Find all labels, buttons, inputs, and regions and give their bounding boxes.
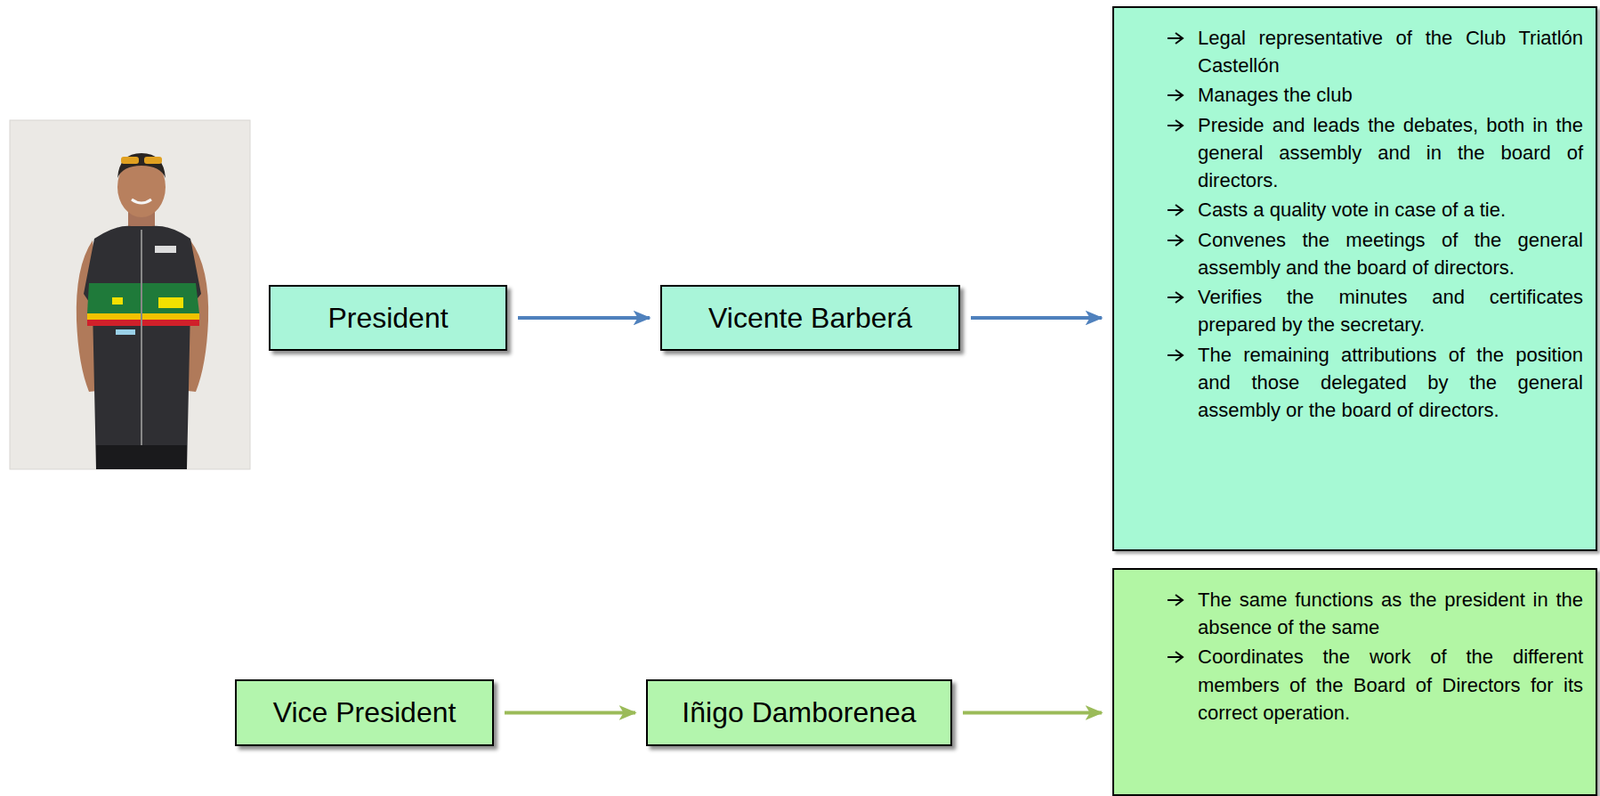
duty-text: Manages the club — [1197, 80, 1584, 109]
duties-box: The same functions as the president in t… — [1112, 567, 1598, 796]
bullet-arrow — [1165, 230, 1186, 251]
duty-text: Convenes the meetings of the general ass… — [1197, 226, 1584, 282]
duty-text: The remaining attributions of the positi… — [1197, 340, 1584, 425]
duties-box: Legal representative of the Club Triatló… — [1112, 6, 1598, 551]
bullet-item: Legal representative of the Club Triatló… — [1165, 24, 1584, 80]
duty-text: Coordinates the work of the different me… — [1197, 642, 1584, 727]
person-box: Iñigo Damborenea — [646, 678, 953, 746]
photo-background — [9, 120, 251, 469]
bullet-item: Verifies the minutes and certificates pr… — [1165, 282, 1584, 339]
bullet-item: Coordinates the work of the different me… — [1165, 642, 1584, 727]
bullet-arrow — [1165, 589, 1186, 610]
duty-text: Legal representative of the Club Triatló… — [1197, 24, 1584, 80]
box-label: Vice President — [273, 695, 457, 729]
connector-arrow — [970, 315, 1102, 320]
box-label: President — [327, 301, 448, 335]
connector-arrow — [962, 711, 1102, 715]
box-label: Iñigo Damborenea — [681, 695, 916, 729]
bullet-item: Manages the club — [1165, 80, 1584, 109]
bullet-item: Preside and leads the debates, both in t… — [1165, 111, 1584, 195]
connector-arrow — [517, 315, 650, 320]
bullet-item: Casts a quality vote in case of a tie. — [1165, 195, 1584, 224]
duty-text: Casts a quality vote in case of a tie. — [1197, 195, 1584, 224]
bullet-arrow — [1165, 646, 1186, 667]
bullet-item: The remaining attributions of the positi… — [1165, 340, 1584, 425]
bullet-item: Convenes the meetings of the general ass… — [1165, 226, 1584, 282]
duty-text: Preside and leads the debates, both in t… — [1197, 111, 1584, 195]
bullet-arrow — [1165, 200, 1186, 220]
bullet-arrow — [1165, 345, 1186, 365]
connector-arrow — [504, 711, 636, 715]
role-box: President — [268, 284, 508, 351]
role-box: Vice President — [234, 678, 494, 746]
bullet-arrow — [1165, 28, 1186, 49]
bullet-arrow — [1165, 115, 1186, 136]
bullet-item: The same functions as the president in t… — [1165, 585, 1584, 641]
person-box: Vicente Barberá — [660, 284, 961, 351]
bullet-arrow — [1165, 287, 1186, 308]
bullet-arrow — [1165, 85, 1186, 106]
duty-text: Verifies the minutes and certificates pr… — [1197, 282, 1584, 339]
duty-text: The same functions as the president in t… — [1197, 585, 1584, 641]
box-label: Vicente Barberá — [708, 301, 913, 335]
